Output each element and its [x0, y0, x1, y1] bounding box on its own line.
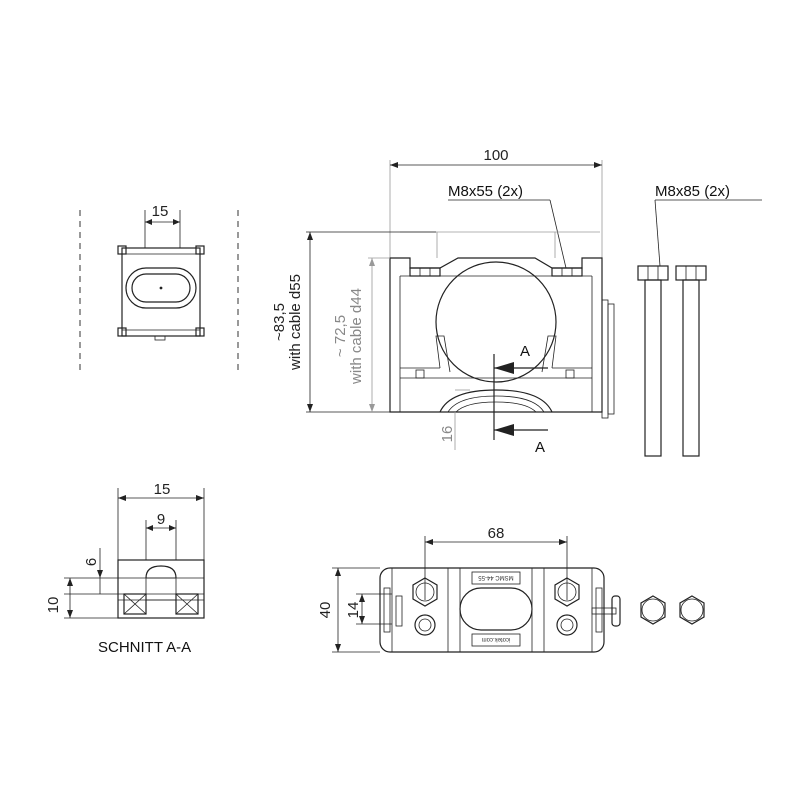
dim-bottom-h14: 14 [345, 602, 362, 619]
label-bolt-short: M8x55 (2x) [448, 183, 523, 200]
dim-height-d44-note: with cable d44 [348, 288, 365, 385]
side-view: 15 [79, 203, 239, 370]
plan-view: 68 MSMC 44-55 icotek.com [317, 525, 621, 653]
section-marker-top: A [520, 343, 530, 360]
long-bolts: M8x85 (2x) [637, 183, 762, 457]
dim-section-inner: 9 [157, 511, 165, 528]
section-view: 15 9 6 10 SCHNITT A-A [45, 481, 205, 656]
dim-bottom-h40: 40 [317, 602, 334, 619]
label-bolt-long: M8x85 (2x) [655, 183, 730, 200]
plate-mark-upper: MSMC 44-55 [478, 574, 514, 580]
dim-section-h6: 6 [83, 558, 100, 566]
dim-height-d44: ~ 72,5 [332, 315, 349, 357]
dim-bottom-spacing: 68 [488, 525, 505, 542]
section-title: SCHNITT A-A [98, 639, 191, 656]
section-marker-bottom: A [535, 439, 545, 456]
dim-gap-16: 16 [439, 426, 456, 443]
dim-height-d55: ~83,5 [271, 303, 288, 341]
dim-top-width: 100 [483, 147, 508, 164]
dim-height-d55-note: with cable d55 [287, 274, 304, 371]
dim-section-h10: 10 [45, 597, 62, 614]
dim-left-slot: 15 [152, 203, 169, 220]
front-view: 100 M8x55 (2x) [271, 147, 615, 456]
plate-mark-lower: icotek.com [482, 636, 511, 642]
dim-section-outer: 15 [154, 481, 171, 498]
loose-nuts [640, 595, 705, 625]
